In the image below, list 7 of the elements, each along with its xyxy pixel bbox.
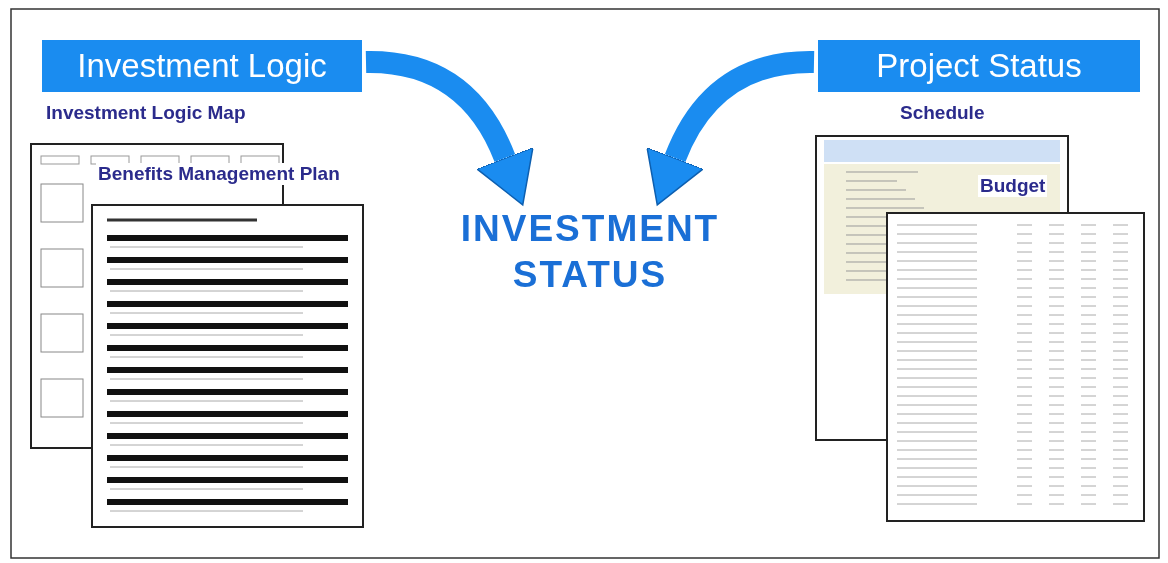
curved-arrow (365, 51, 534, 205)
title-banner: Project Status (818, 40, 1140, 92)
title-banner: Investment Logic (42, 40, 362, 92)
document-caption: Budget (978, 175, 1048, 197)
document-caption: Benefits Management Plan (96, 163, 342, 185)
heading-text: INVESTMENT STATUS (420, 208, 760, 296)
curved-arrow (646, 51, 815, 205)
